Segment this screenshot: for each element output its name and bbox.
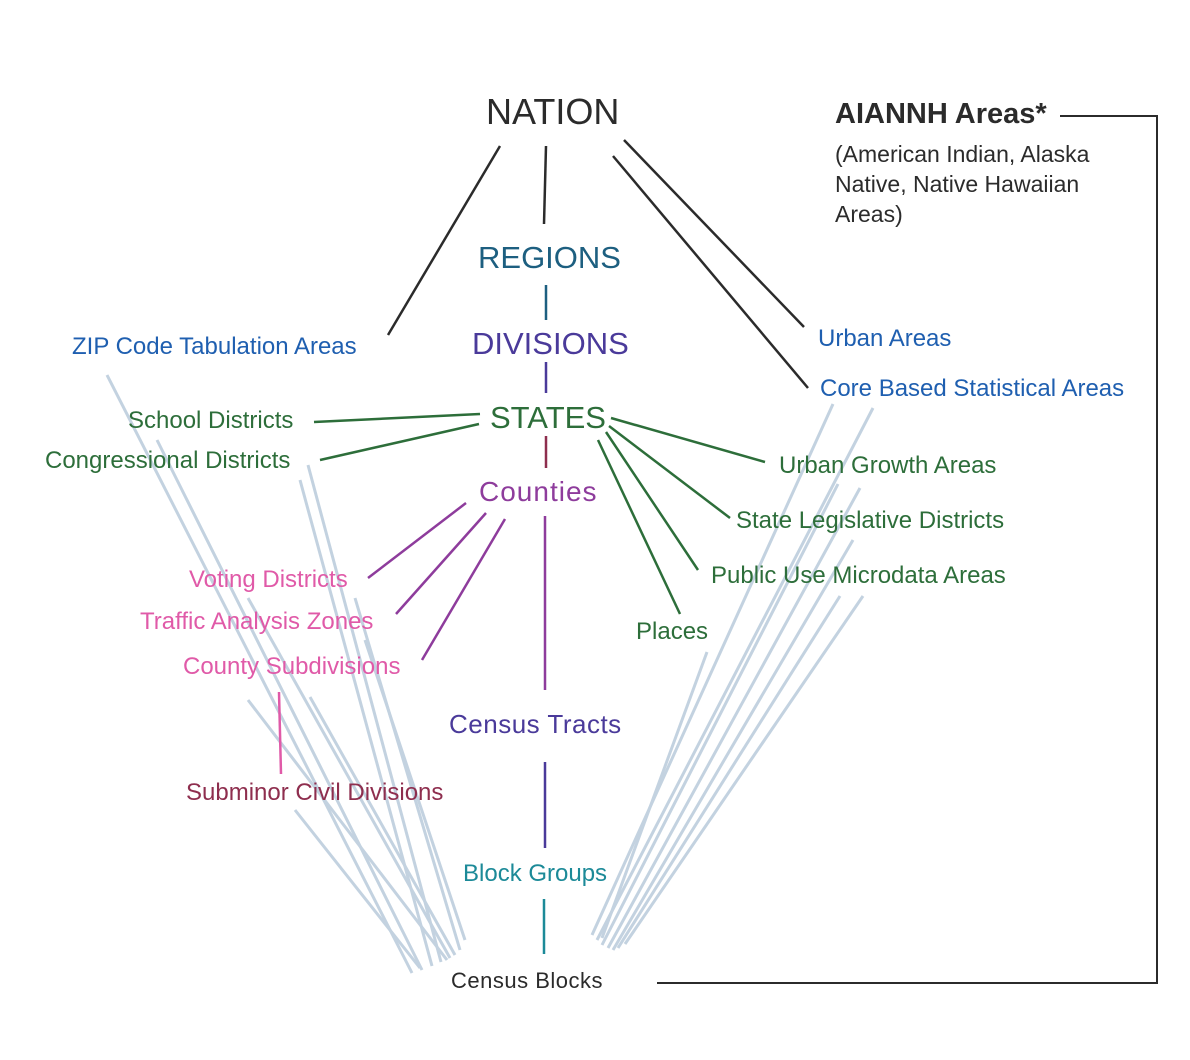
connector (353, 597, 462, 951)
census-blocks-label: Census Blocks (451, 968, 604, 993)
subminor-civil-divisions-label: Subminor Civil Divisions (186, 779, 444, 806)
places-label: Places (636, 618, 709, 645)
school-districts-label: School Districts (128, 407, 294, 434)
connector (616, 595, 842, 949)
voting-districts-label: Voting Districts (189, 566, 348, 593)
connector (105, 374, 414, 974)
zcta-label: ZIP Code Tabulation Areas (72, 333, 357, 360)
state-legislative-districts-label: State Legislative Districts (736, 507, 1005, 534)
connector (606, 487, 862, 949)
connector (623, 139, 805, 328)
connector (612, 155, 809, 389)
traffic-analysis-zones-label: Traffic Analysis Zones (140, 608, 374, 635)
connector (600, 483, 840, 946)
connector (155, 439, 424, 971)
counties-lines (367, 502, 547, 690)
right-census-block-lines (590, 403, 875, 951)
connector (246, 699, 449, 961)
cbsa-label: Core Based Statistical Areas (820, 375, 1125, 402)
connector (386, 145, 502, 336)
block-groups-label: Block Groups (463, 860, 608, 887)
connector (542, 145, 548, 225)
connector (363, 639, 467, 941)
urban-growth-areas-label: Urban Growth Areas (779, 452, 997, 479)
connector (604, 431, 700, 571)
aiannh-title: AIANNH Areas* (835, 98, 1047, 130)
aiannh-subtitle: (American Indian, Alaska Native, Native … (835, 141, 1090, 227)
connector (313, 412, 481, 424)
puma-label: Public Use Microdata Areas (711, 562, 1006, 589)
connector (610, 416, 766, 464)
connector (293, 809, 422, 969)
nation-lines (386, 139, 809, 389)
congressional-districts-label: Congressional Districts (45, 447, 291, 474)
counties-label: Counties (479, 476, 598, 507)
connector (596, 439, 682, 615)
connector (608, 425, 731, 519)
subminor-connector (277, 691, 283, 775)
connector (590, 403, 835, 936)
census-tracts-label: Census Tracts (449, 709, 622, 739)
aiannh-connector (657, 115, 1158, 984)
states-lines (313, 412, 766, 615)
connector (611, 539, 855, 951)
connector (600, 651, 709, 939)
connector (319, 422, 480, 462)
connector (306, 464, 443, 963)
connector (623, 595, 865, 945)
regions-label: REGIONS (478, 240, 621, 275)
connector (308, 696, 457, 956)
connector (395, 512, 487, 615)
nation-label: NATION (486, 91, 620, 132)
connector (246, 597, 452, 959)
divisions-label: DIVISIONS (472, 326, 629, 361)
county-subdivisions-label: County Subdivisions (183, 653, 401, 680)
urban-areas-label: Urban Areas (818, 325, 952, 352)
connector (595, 407, 875, 941)
states-label: STATES (490, 400, 606, 435)
aiannh-block: AIANNH Areas* (American Indian, Alaska N… (835, 98, 1135, 229)
connector (420, 518, 507, 661)
connector (367, 502, 467, 579)
